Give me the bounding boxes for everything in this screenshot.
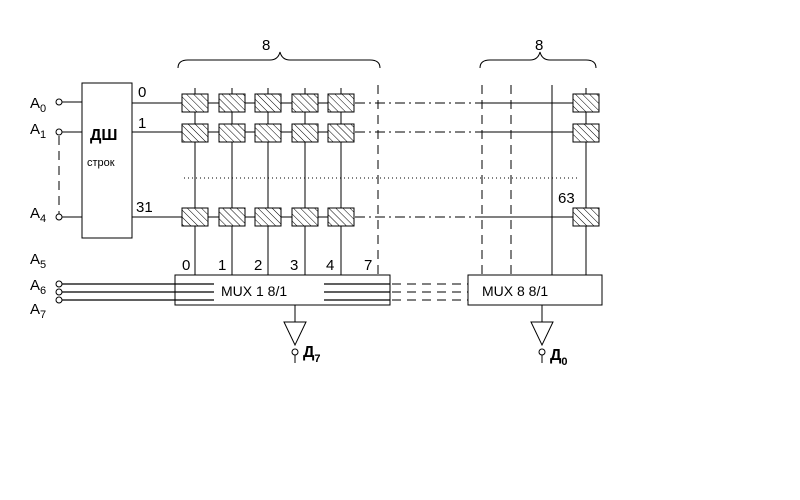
mux-8-label: MUX 8 8/1 [482,283,548,299]
svg-text:4: 4 [326,257,334,274]
mux-8-box [467,274,603,306]
brace-group-2 [479,51,597,69]
address-input-a4: A4 [30,205,82,225]
decoder-output-1: 1 [138,115,146,132]
output-buffer-d7 [283,305,307,363]
svg-text:A1: A1 [30,121,46,141]
memory-cells-group-1 [181,93,355,227]
bit-lines-group-1 [194,85,379,275]
decoder-output-31: 31 [136,199,153,216]
svg-text:A6: A6 [30,277,46,297]
output-label-d7: Д7 [303,344,321,365]
svg-text:3: 3 [290,257,298,274]
decoder-output-0: 0 [138,84,146,101]
group-2-count-label: 8 [535,37,543,54]
svg-text:7: 7 [364,257,372,274]
svg-text:1: 1 [218,257,226,274]
column-labels-group-1: 0 1 2 3 4 7 [182,257,372,274]
brace-group-1 [177,51,381,69]
svg-text:A4: A4 [30,205,46,225]
svg-text:A0: A0 [30,95,46,115]
address-input-a0: A0 [30,95,82,115]
mux-1-label: MUX 1 8/1 [221,283,287,299]
output-buffer-d0 [530,305,554,363]
address-input-a1: A1 [30,121,82,141]
svg-text:2: 2 [254,257,262,274]
svg-text:A5: A5 [30,251,46,271]
row-decoder-sublabel: строк [87,157,115,169]
bit-lines-group-2 [481,85,587,275]
cell-index-63: 63 [558,190,575,207]
svg-text:0: 0 [182,257,190,274]
group-1-count-label: 8 [262,37,270,54]
output-label-d0: Д0 [550,347,568,368]
select-bus-dashed [392,283,468,301]
memory-cells-group-2 [572,93,600,227]
row-decoder-box [81,82,133,239]
svg-text:A7: A7 [30,301,46,321]
row-decoder-label: ДШ [90,127,117,144]
